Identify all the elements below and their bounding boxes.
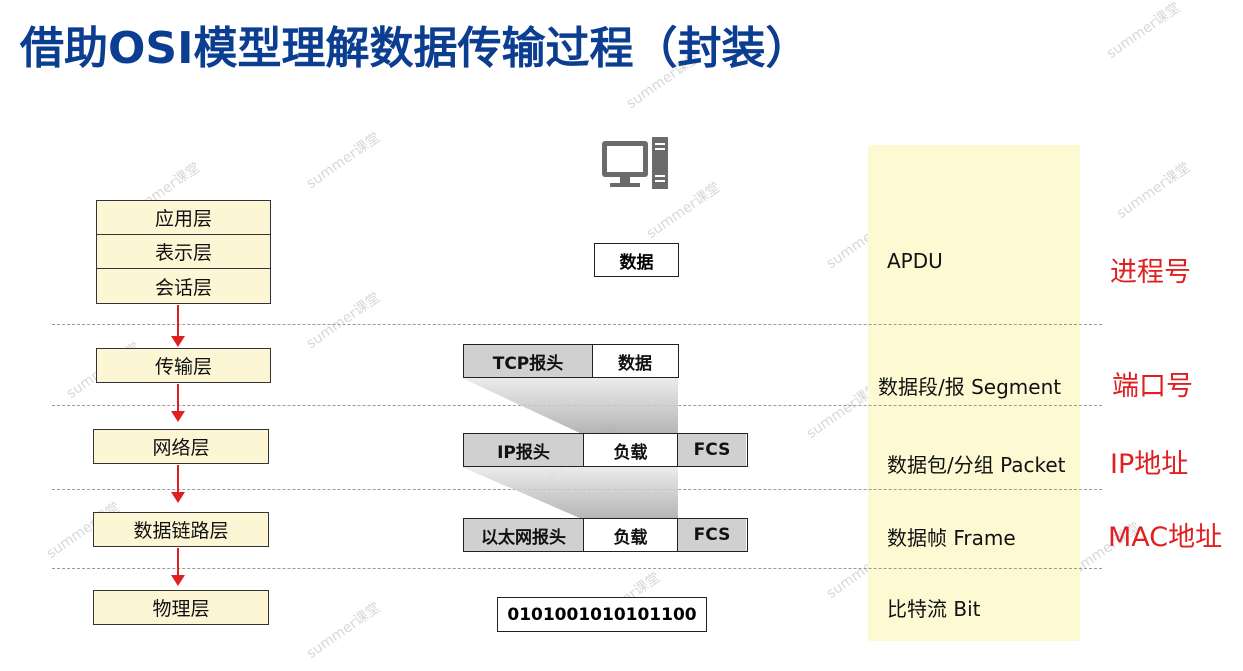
down-arrow-icon — [171, 305, 185, 347]
upper-layers-stack: 应用层 表示层 会话层 — [96, 200, 271, 304]
layer-network: 网络层 — [93, 429, 269, 464]
ethernet-payload: 负载 — [584, 519, 678, 551]
layer-transport: 传输层 — [96, 348, 271, 383]
ethernet-fcs: FCS — [678, 519, 746, 551]
app-data-box: 数据 — [594, 243, 679, 277]
tcp-data: 数据 — [593, 345, 677, 377]
address-ip: IP地址 — [1110, 449, 1189, 480]
tcp-header: TCP报头 — [464, 345, 593, 377]
layer-datalink: 数据链路层 — [93, 512, 269, 547]
watermark: summer课堂 — [1103, 0, 1184, 62]
unit-bit: 比特流 Bit — [887, 597, 981, 621]
unit-packet: 数据包/分组 Packet — [887, 453, 1066, 477]
ip-packet: IP报头 负载 FCS — [463, 433, 748, 467]
encapsulation-funnel — [462, 378, 678, 434]
down-arrow-icon — [171, 465, 185, 503]
address-port: 端口号 — [1112, 371, 1193, 402]
address-process: 进程号 — [1110, 257, 1191, 288]
down-arrow-icon — [171, 384, 185, 422]
divider — [52, 568, 1102, 569]
unit-apdu: APDU — [887, 249, 943, 273]
watermark: summer课堂 — [1113, 159, 1194, 222]
page-title: 借助OSI模型理解数据传输过程（封装） — [20, 23, 810, 74]
layer-application: 应用层 — [97, 201, 270, 235]
layer-presentation: 表示层 — [97, 235, 270, 269]
layer-physical: 物理层 — [93, 590, 269, 625]
down-arrow-icon — [171, 548, 185, 586]
ethernet-frame: 以太网报头 负载 FCS — [463, 518, 748, 552]
unit-frame: 数据帧 Frame — [887, 526, 1016, 550]
watermark: summer课堂 — [303, 289, 384, 352]
watermark: summer课堂 — [303, 599, 384, 662]
unit-column-highlight — [868, 145, 1080, 641]
unit-segment: 数据段/报 Segment — [878, 375, 1062, 399]
address-mac: MAC地址 — [1108, 522, 1223, 553]
computer-icon — [602, 137, 668, 189]
layer-session: 会话层 — [154, 276, 212, 299]
bitstream-box: 0101001010101100 — [497, 597, 707, 632]
ip-payload: 负载 — [584, 434, 678, 466]
ip-header: IP报头 — [464, 434, 584, 466]
ip-fcs: FCS — [678, 434, 746, 466]
watermark: summer课堂 — [303, 129, 384, 192]
ethernet-header: 以太网报头 — [464, 519, 584, 551]
tcp-segment: TCP报头 数据 — [463, 344, 679, 378]
divider — [52, 324, 1102, 325]
encapsulation-funnel — [462, 467, 678, 519]
